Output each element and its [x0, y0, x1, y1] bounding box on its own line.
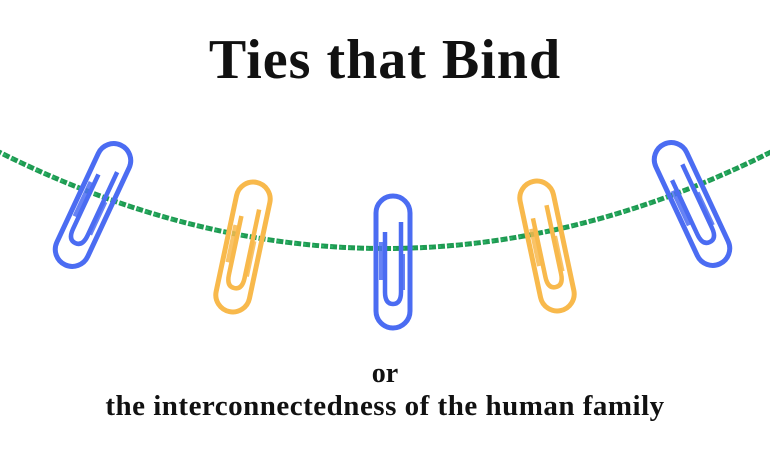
- connector-text: or: [371, 358, 399, 389]
- paperclip-orange: [517, 178, 577, 314]
- paperclip-blue: [651, 140, 733, 268]
- paperclip-blue: [52, 141, 134, 269]
- paperclip-orange: [213, 179, 273, 315]
- page-title: Ties that Bind: [208, 29, 562, 91]
- subtitle: the interconnectedness of the human fami…: [105, 390, 665, 422]
- paperclip-blue: [373, 193, 413, 331]
